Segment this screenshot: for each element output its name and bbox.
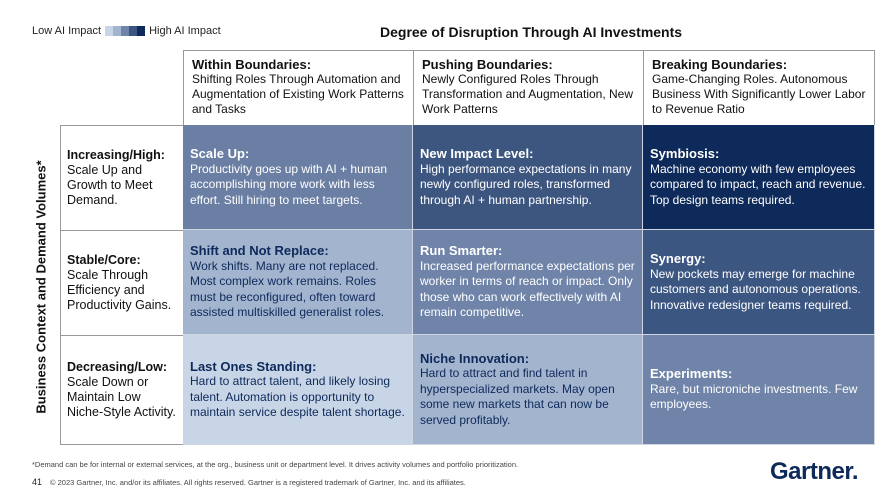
legend-swatch [129,26,138,36]
column-header: Pushing Boundaries:Newly Configured Role… [413,50,643,125]
cell-title: Scale Up: [190,146,250,161]
cell-title: Symbiosis: [650,146,720,161]
page-number: 41 [32,477,43,487]
cell-title: Shift and Not Replace: [190,243,329,259]
cell-title: Run Smarter: [420,243,503,259]
y-axis-label: Business Context and Demand Volumes* [33,160,49,414]
footer: 41 © 2023 Gartner, Inc. and/or its affili… [32,477,474,487]
cell-title: New Impact Level: [420,146,534,161]
cell-desc: Productivity goes up with AI + human acc… [190,161,388,207]
row-desc: Scale Down or Maintain Low Niche-Style A… [67,375,176,419]
cell-title: Synergy: [650,251,706,266]
cell-desc: Hard to attract talent, and likely losin… [190,374,405,419]
column-desc: Game-Changing Roles. Autonomous Business… [652,72,866,116]
cell-desc: Increased performance expectations per w… [420,258,635,320]
cell-title: Experiments: [650,366,733,382]
page-title: Degree of Disruption Through AI Investme… [380,24,683,40]
cell-desc: Rare, but microniche investments. Few em… [650,381,858,412]
column-title: Breaking Boundaries: [652,57,788,72]
cell-title: Niche Innovation: [420,350,530,366]
row-header: Stable/Core:Scale Through Efficiency and… [60,230,183,335]
cell-desc: High performance expectations in many ne… [420,161,632,207]
matrix-cell: Scale Up:Productivity goes up with AI + … [183,125,413,230]
column-title: Pushing Boundaries: [422,57,553,72]
cell-desc: Machine economy with few employees compa… [650,161,866,207]
matrix-cell: Shift and Not Replace:Work shifts. Many … [183,230,413,335]
matrix-cell: Symbiosis:Machine economy with few emplo… [643,125,875,230]
cell-title: Last Ones Standing: [190,358,317,374]
gartner-logo: Gartner. [770,458,859,485]
matrix-cell: Synergy:New pockets may emerge for machi… [643,230,875,335]
copyright: © 2023 Gartner, Inc. and/or its affiliat… [50,478,466,487]
legend-swatch [105,26,114,36]
row-header: Decreasing/Low:Scale Down or Maintain Lo… [60,335,183,445]
row-title: Increasing/High: [67,148,165,162]
column-header: Breaking Boundaries:Game-Changing Roles.… [643,50,875,125]
row-title: Decreasing/Low: [67,360,168,374]
cell-desc: Hard to attract and find talent in hyper… [420,366,615,427]
matrix-cell: Experiments:Rare, but microniche investm… [643,335,875,445]
column-desc: Shifting Roles Through Automation and Au… [192,72,404,116]
legend-swatch [137,26,146,36]
cell-desc: New pockets may emerge for machine custo… [650,266,861,312]
matrix-cell: Niche Innovation:Hard to attract and fin… [413,335,643,445]
legend-color-scale [105,26,146,36]
matrix-cell: Last Ones Standing:Hard to attract talen… [183,335,413,445]
legend-high-label: High AI Impact [149,25,221,37]
matrix-cell: Run Smarter:Increased performance expect… [413,230,643,335]
legend-low-label: Low AI Impact [32,25,102,37]
column-title: Within Boundaries: [192,57,312,72]
footnote: *Demand can be for internal or external … [32,460,519,469]
row-desc: Scale Through Efficiency and Productivit… [67,268,172,312]
column-desc: Newly Configured Roles Through Transform… [422,72,634,116]
legend-swatch [121,26,130,36]
matrix-cell: New Impact Level:High performance expect… [413,125,643,230]
impact-legend: Low AI Impact High AI Impact [32,25,221,37]
legend-swatch [113,26,122,36]
row-header: Increasing/High:Scale Up and Growth to M… [60,125,183,230]
column-header: Within Boundaries:Shifting Roles Through… [183,50,413,125]
cell-desc: Work shifts. Many are not replaced. Most… [190,258,385,320]
row-title: Stable/Core: [67,253,141,267]
row-desc: Scale Up and Growth to Meet Demand. [67,163,153,207]
